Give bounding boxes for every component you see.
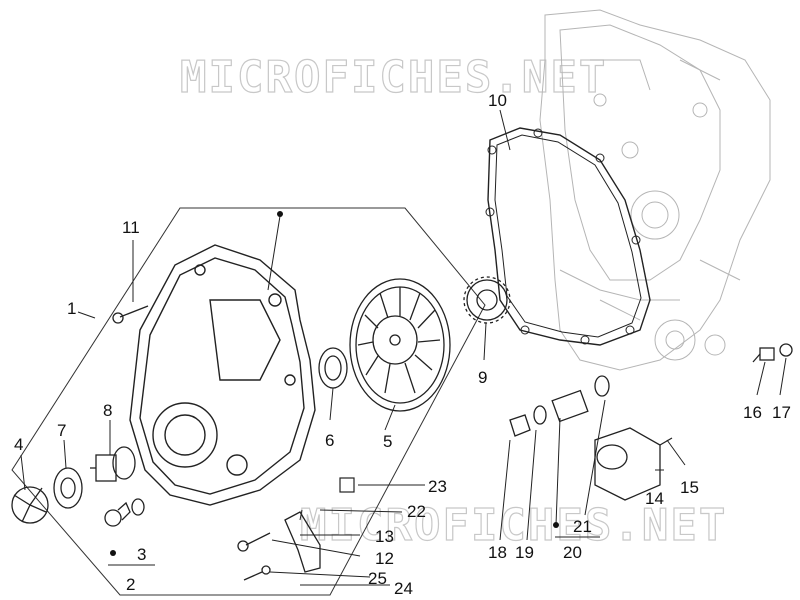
callout-4: 4 [14, 435, 23, 454]
callout-6: 6 [325, 431, 334, 450]
clip [339, 477, 355, 493]
callout-10: 10 [488, 91, 507, 110]
watermark-top: MICROFICHES.NET [180, 52, 607, 103]
watermark-bottom: MICROFICHES.NET [300, 500, 727, 551]
pump-shaft [90, 446, 136, 482]
callout-16: 16 [743, 403, 762, 422]
callout-9: 9 [478, 368, 487, 387]
bracket [284, 511, 321, 573]
callout-15: 15 [680, 478, 699, 497]
assembly-frame [11, 207, 486, 596]
oil-filter [594, 427, 673, 501]
gasket [487, 127, 651, 346]
callout-22: 22 [407, 502, 426, 521]
callout-25: 25 [368, 569, 387, 588]
callout-19: 19 [515, 543, 534, 562]
callout-23: 23 [428, 477, 447, 496]
crankcase-drawing [539, 9, 771, 371]
sensor [752, 343, 793, 363]
leader-lines [20, 109, 787, 586]
group-dot [110, 550, 116, 556]
callout-2: 2 [126, 575, 135, 594]
assembly-dot [277, 211, 283, 217]
callout-1: 1 [67, 299, 76, 318]
callout-13: 13 [375, 527, 394, 546]
callout-8: 8 [103, 401, 112, 420]
oil-seal [318, 347, 348, 389]
oil-strainer [509, 375, 610, 437]
screws [112, 305, 271, 581]
callout-labels: 1 2 3 4 5 6 7 8 9 10 11 12 13 14 15 16 1… [14, 91, 791, 598]
flywheel-cover [129, 244, 316, 506]
callout-5: 5 [383, 432, 392, 451]
water-pump-impeller [11, 486, 49, 524]
callout-3: 3 [137, 545, 146, 564]
callout-21: 21 [573, 517, 592, 536]
callout-14: 14 [645, 489, 664, 508]
callout-24: 24 [394, 579, 413, 598]
callout-12: 12 [375, 549, 394, 568]
callout-18: 18 [488, 543, 507, 562]
drain-screw [104, 498, 145, 527]
cooling-fan [349, 278, 451, 412]
callout-11: 11 [122, 218, 140, 237]
callout-7: 7 [57, 421, 66, 440]
bearing [53, 467, 83, 509]
callout-17: 17 [772, 403, 791, 422]
callout-20: 20 [563, 543, 582, 562]
drive-sprocket [463, 276, 511, 324]
group-dot-right [553, 522, 559, 528]
